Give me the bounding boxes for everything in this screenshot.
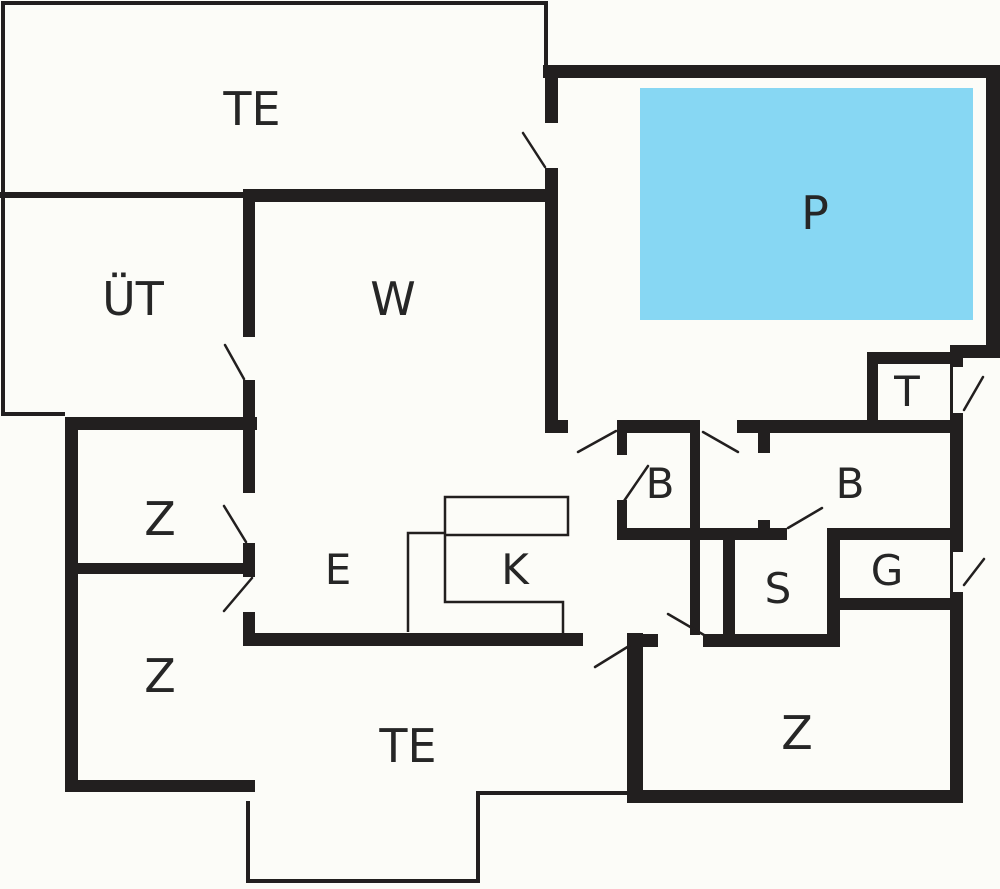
tech-room-door-notch	[953, 367, 964, 413]
room-label-terrace-bottom: TE	[378, 719, 436, 773]
room-label-sauna: S	[765, 564, 792, 613]
room-label-pool: P	[801, 186, 829, 240]
room-label-bedroom2: Z	[144, 649, 176, 703]
room-label-bedroom3: Z	[781, 706, 813, 760]
room-label-terrace-top: TE	[222, 82, 280, 136]
room-label-entry: E	[325, 545, 352, 594]
kitchen-counter-outline	[406, 495, 570, 633]
room-label-bedroom1: Z	[144, 492, 176, 546]
room-label-kitchen: K	[501, 545, 530, 594]
room-label-covered-terrace: ÜT	[102, 272, 165, 326]
guest-wc-door-notch	[953, 552, 964, 592]
pool-water	[640, 88, 973, 320]
room-label-guest-wc: G	[871, 546, 904, 595]
room-label-tech: T	[893, 367, 920, 416]
terrace-outline	[1, 1, 630, 883]
room-label-bath2: B	[836, 459, 865, 508]
walls	[65, 65, 1000, 803]
room-label-bath1: B	[646, 459, 675, 508]
room-label-living: W	[370, 272, 415, 326]
door-swing-lines	[222, 131, 986, 669]
